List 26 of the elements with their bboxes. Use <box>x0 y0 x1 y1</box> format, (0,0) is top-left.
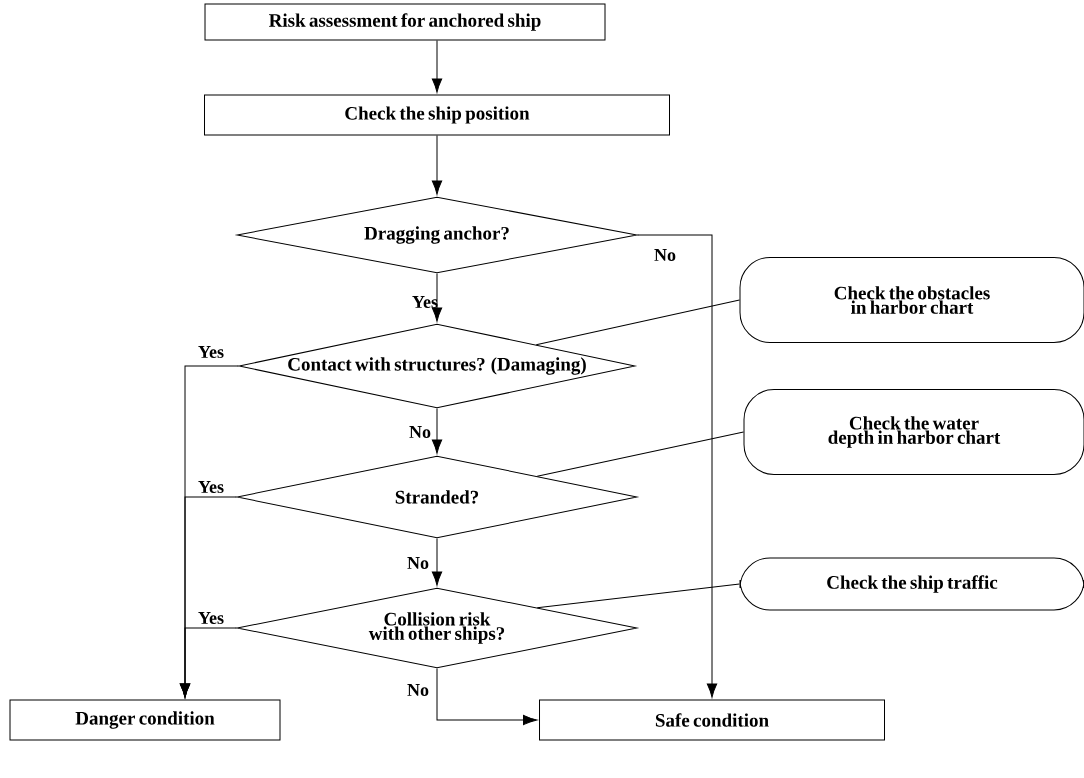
arrow <box>431 40 443 93</box>
edge-label: Yes <box>198 481 224 493</box>
arrow <box>431 273 443 322</box>
leader-line <box>536 431 744 477</box>
edge-label: Yes <box>412 296 438 308</box>
terminal-box: Danger condition <box>9 699 281 741</box>
note-box: Check the obstacles in harbor chart <box>739 257 1084 343</box>
arrow <box>436 668 538 726</box>
process-box: Risk assessment for anchored ship <box>204 3 606 41</box>
note-box: Check the ship traffic <box>739 557 1084 611</box>
edge-label: No <box>654 249 676 261</box>
terminal-box: Safe condition <box>539 699 885 741</box>
process-box: Check the ship position <box>204 94 670 136</box>
arrow <box>431 408 443 454</box>
edge-label: No <box>407 684 429 696</box>
note-box: Check the water depth in harbor chart <box>743 389 1084 475</box>
arrow <box>431 538 443 586</box>
edge-label: No <box>409 426 431 438</box>
edge-label: Yes <box>198 346 224 358</box>
leader-line <box>536 583 740 609</box>
arrow <box>637 234 718 698</box>
edge-label: Yes <box>198 612 224 624</box>
arrow <box>179 627 237 698</box>
arrow <box>431 135 443 195</box>
edge-label: No <box>407 557 429 569</box>
leader-line <box>535 299 740 346</box>
